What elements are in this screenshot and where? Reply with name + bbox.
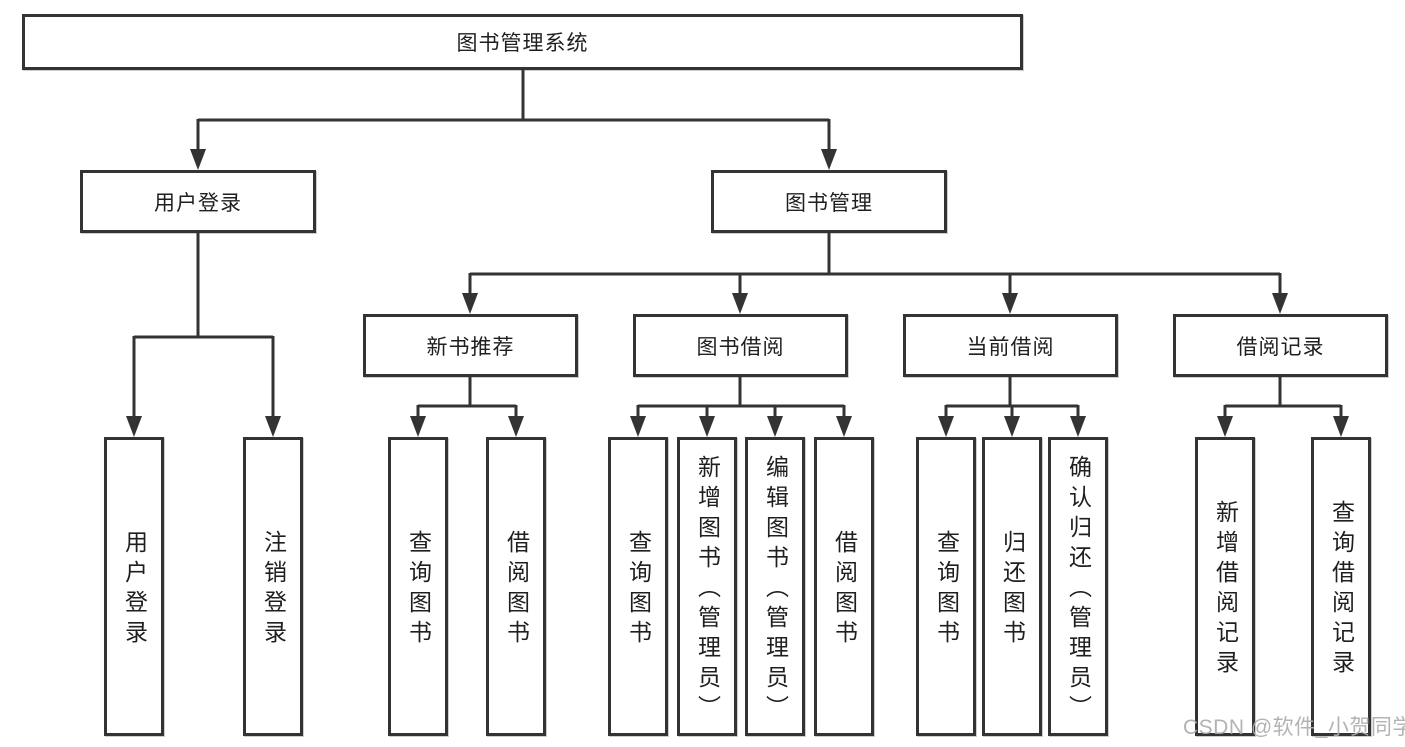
node-new-book-recommend-label: 新书推荐 — [426, 335, 515, 359]
node-leaf-query-books-borrowing-label: 查询图书 — [625, 529, 652, 650]
node-leaf-borrow-books: 借阅图书 — [814, 437, 874, 736]
node-leaf-confirm-return-admin-label: 确认归还（管理员） — [1065, 454, 1092, 725]
node-leaf-user-login-label: 用户登录 — [121, 529, 148, 650]
node-leaf-query-books-borrowing: 查询图书 — [608, 437, 668, 736]
node-user-login-label: 用户登录 — [154, 191, 242, 215]
node-leaf-query-books-current: 查询图书 — [916, 437, 976, 736]
node-leaf-add-book-admin-label: 新增图书（管理员） — [694, 454, 721, 725]
node-book-management-label: 图书管理 — [785, 191, 873, 215]
node-leaf-borrow-books-recommend: 借阅图书 — [486, 437, 546, 736]
node-leaf-edit-book-admin: 编辑图书（管理员） — [745, 437, 805, 736]
node-leaf-borrow-books-recommend-label: 借阅图书 — [503, 529, 530, 650]
node-leaf-add-borrow-record: 新增借阅记录 — [1195, 437, 1255, 736]
watermark: CSDN @软件_小贺同学 — [1183, 716, 1405, 739]
node-leaf-logout-label: 注销登录 — [260, 529, 287, 650]
node-leaf-query-borrow-record-label: 查询借阅记录 — [1328, 499, 1355, 680]
node-leaf-add-book-admin: 新增图书（管理员） — [677, 437, 737, 736]
node-leaf-query-books-recommend-label: 查询图书 — [405, 529, 432, 650]
node-leaf-user-login: 用户登录 — [104, 437, 164, 736]
node-new-book-recommend: 新书推荐 — [363, 314, 578, 377]
node-book-management: 图书管理 — [711, 170, 947, 233]
node-leaf-query-borrow-record: 查询借阅记录 — [1311, 437, 1371, 736]
node-current-borrowing: 当前借阅 — [903, 314, 1118, 377]
node-leaf-confirm-return-admin: 确认归还（管理员） — [1048, 437, 1108, 736]
node-library-system: 图书管理系统 — [22, 14, 1023, 70]
node-leaf-query-books-recommend: 查询图书 — [388, 437, 448, 736]
node-current-borrowing-label: 当前借阅 — [966, 335, 1055, 359]
node-borrow-records-label: 借阅记录 — [1236, 335, 1325, 359]
node-user-login: 用户登录 — [80, 170, 316, 233]
node-leaf-return-book: 归还图书 — [982, 437, 1042, 736]
node-leaf-edit-book-admin-label: 编辑图书（管理员） — [762, 454, 789, 725]
node-borrow-records: 借阅记录 — [1173, 314, 1388, 377]
node-book-borrowing-label: 图书借阅 — [696, 335, 785, 359]
node-leaf-add-borrow-record-label: 新增借阅记录 — [1212, 499, 1239, 680]
node-leaf-query-books-current-label: 查询图书 — [933, 529, 960, 650]
arrowheads — [126, 149, 1349, 437]
node-leaf-return-book-label: 归还图书 — [999, 529, 1026, 650]
node-leaf-logout: 注销登录 — [243, 437, 303, 736]
node-leaf-borrow-books-label: 借阅图书 — [831, 529, 858, 650]
node-library-system-label: 图书管理系统 — [456, 32, 589, 55]
node-book-borrowing: 图书借阅 — [633, 314, 848, 377]
